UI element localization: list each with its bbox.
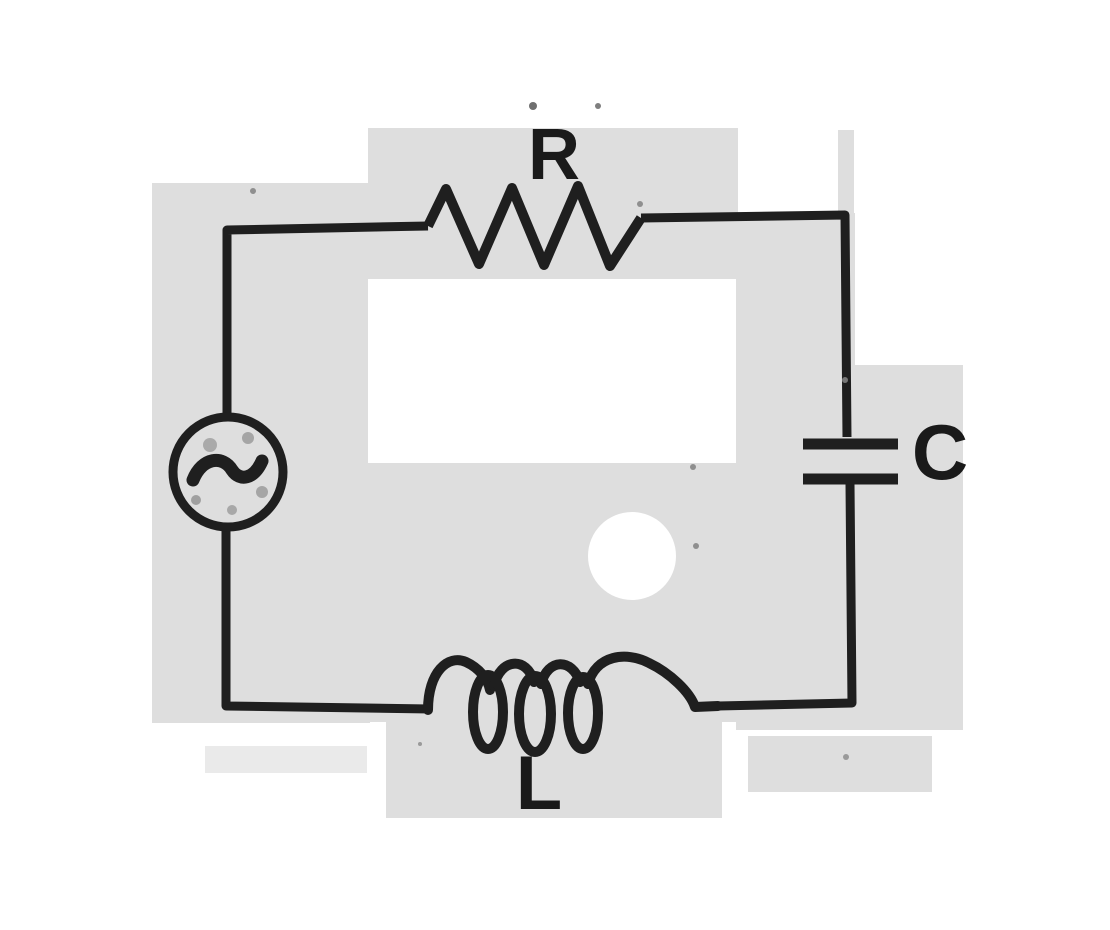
ac-source-icon: [168, 412, 288, 532]
capacitor-icon: [803, 438, 898, 485]
inductor-label: L: [515, 741, 563, 826]
scan-noise: [250, 102, 849, 760]
erased-rectangle: [368, 279, 736, 463]
noise-speck: [693, 543, 699, 549]
highlight-patch: [205, 746, 367, 773]
noise-speck: [842, 377, 848, 383]
wire-top-right: [640, 210, 852, 438]
inductor-loop: [468, 670, 508, 754]
source-texture-speck: [256, 486, 268, 498]
highlight-patch: [152, 183, 370, 723]
highlight-patch: [853, 365, 963, 730]
source-texture-speck: [227, 505, 237, 515]
source-texture-speck: [242, 432, 254, 444]
source-texture-speck: [191, 495, 201, 505]
noise-speck: [595, 103, 601, 109]
noise-speck: [418, 742, 422, 746]
ac-waveform-icon: [186, 454, 269, 487]
wire-top-left: [222, 221, 429, 418]
inductor-icon: [423, 651, 723, 757]
noise-speck: [529, 102, 537, 110]
ac-source-circle: [168, 412, 288, 532]
inductor-hump: [583, 651, 723, 712]
noise-speck: [843, 754, 849, 760]
resistor-icon: [423, 181, 646, 271]
wire-bottom-left: [221, 524, 431, 714]
wire-bottom-right: [717, 483, 857, 711]
erased-circle: [588, 512, 676, 600]
noise-speck: [637, 201, 643, 207]
highlight-patch: [736, 213, 855, 730]
noise-speck: [250, 188, 256, 194]
source-texture-speck: [203, 438, 217, 452]
inductor-loop: [563, 672, 603, 754]
highlight-patch: [838, 130, 854, 216]
resistor-label: R: [528, 115, 580, 195]
inductor-loop: [514, 671, 556, 757]
capacitor-label: C: [911, 408, 969, 496]
highlight-patch: [748, 736, 932, 792]
noise-speck: [690, 464, 696, 470]
